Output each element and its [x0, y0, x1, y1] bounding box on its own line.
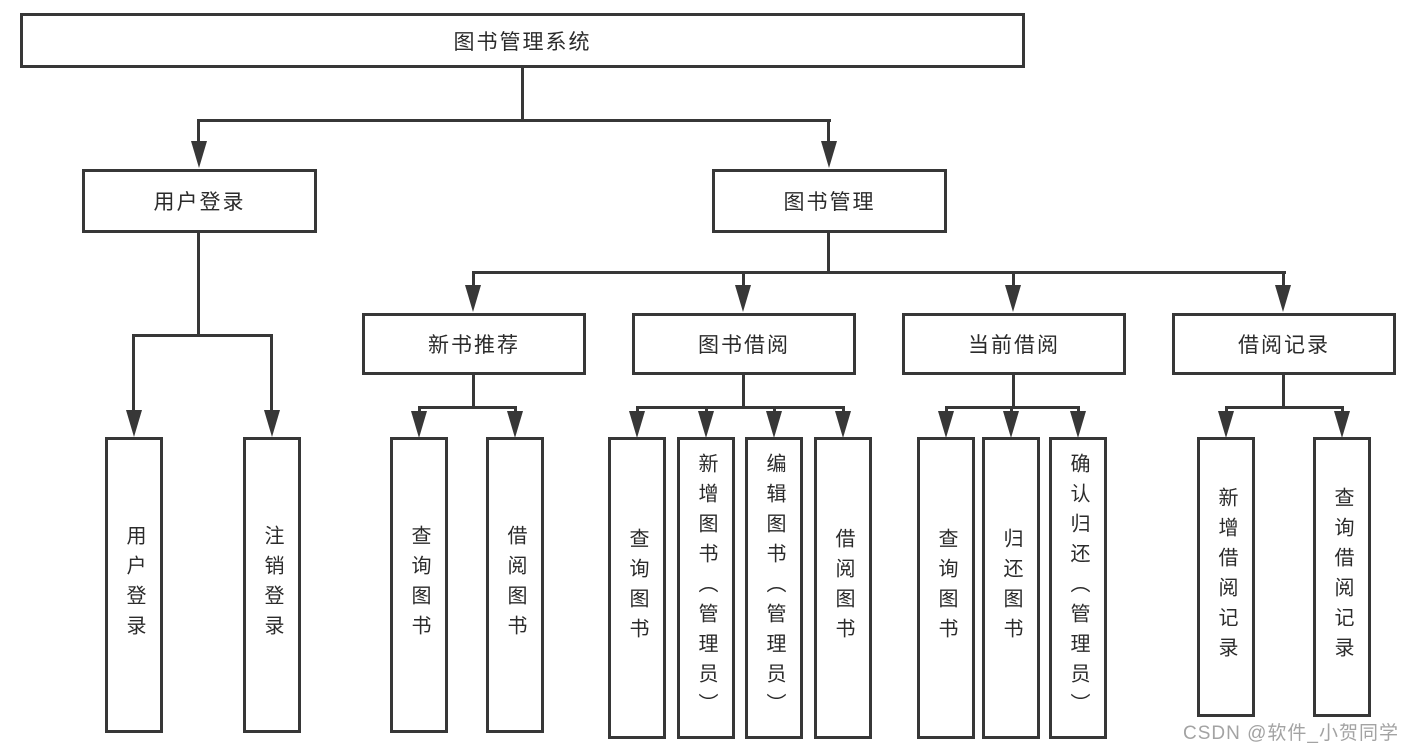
leaf-add-borrow-record: 新增借阅记录 — [1197, 437, 1255, 717]
leaf-logout: 注销登录 — [243, 437, 301, 733]
connector-line — [1282, 273, 1285, 287]
connector-line — [827, 121, 830, 143]
connector-line — [742, 375, 745, 408]
connector-line — [197, 233, 200, 336]
node-book-management-label: 图书管理 — [783, 191, 876, 214]
node-root: 图书管理系统 — [20, 13, 1025, 68]
connector-line — [132, 336, 135, 412]
leaf-borrow-book-2-label: 借阅图书 — [832, 528, 854, 648]
node-root-label: 图书管理系统 — [453, 30, 592, 54]
connector-line — [636, 406, 845, 409]
connector-line — [521, 68, 524, 120]
connector-line — [197, 121, 200, 143]
node-current-borrow-label: 当前借阅 — [968, 334, 1060, 357]
arrow-down-icon — [411, 411, 427, 438]
leaf-query-book-2-label: 查询图书 — [626, 528, 648, 648]
connector-line — [1012, 375, 1015, 408]
leaf-return-book-label: 归还图书 — [1000, 528, 1022, 648]
connector-line — [132, 334, 273, 337]
connector-line — [1225, 406, 1344, 409]
leaf-query-borrow-record: 查询借阅记录 — [1313, 437, 1371, 717]
leaf-user-login: 用户登录 — [105, 437, 163, 733]
connector-line — [197, 119, 831, 122]
arrow-down-icon — [938, 411, 954, 438]
node-book-borrow: 图书借阅 — [632, 313, 856, 375]
arrow-down-icon — [1005, 285, 1021, 312]
leaf-edit-book-admin-label: 编辑图书（管理员） — [763, 453, 785, 723]
node-borrow-record-label: 借阅记录 — [1238, 334, 1330, 357]
arrow-down-icon — [126, 410, 142, 437]
leaf-edit-book-admin: 编辑图书（管理员） — [745, 437, 803, 739]
arrow-down-icon — [1334, 411, 1350, 438]
leaf-logout-label: 注销登录 — [261, 525, 283, 645]
leaf-add-book-admin-label: 新增图书（管理员） — [695, 453, 717, 723]
node-user-login-label: 用户登录 — [153, 191, 246, 214]
connector-line — [827, 233, 830, 273]
leaf-user-login-label: 用户登录 — [123, 525, 145, 645]
node-book-management: 图书管理 — [712, 169, 947, 233]
leaf-query-book-3-label: 查询图书 — [935, 528, 957, 648]
arrow-down-icon — [1070, 411, 1086, 438]
leaf-query-book-1-label: 查询图书 — [408, 525, 430, 645]
arrow-down-icon — [1218, 411, 1234, 438]
leaf-borrow-book-1: 借阅图书 — [486, 437, 544, 733]
connector-line — [1282, 375, 1285, 408]
node-current-borrow: 当前借阅 — [902, 313, 1126, 375]
leaf-borrow-book-2: 借阅图书 — [814, 437, 872, 739]
arrow-down-icon — [507, 411, 523, 438]
leaf-return-book: 归还图书 — [982, 437, 1040, 739]
connector-line — [270, 336, 273, 412]
node-user-login: 用户登录 — [82, 169, 317, 233]
connector-line — [945, 406, 1080, 409]
node-new-book-recommend: 新书推荐 — [362, 313, 586, 375]
connector-line — [742, 273, 745, 287]
arrow-down-icon — [264, 410, 280, 437]
leaf-query-book-1: 查询图书 — [390, 437, 448, 733]
connector-line — [472, 375, 475, 408]
node-borrow-record: 借阅记录 — [1172, 313, 1396, 375]
connector-line — [472, 271, 1286, 274]
leaf-confirm-return-admin: 确认归还（管理员） — [1049, 437, 1107, 739]
arrow-down-icon — [821, 141, 837, 168]
node-new-book-recommend-label: 新书推荐 — [428, 334, 520, 357]
arrow-down-icon — [835, 411, 851, 438]
arrow-down-icon — [465, 285, 481, 312]
leaf-borrow-book-1-label: 借阅图书 — [504, 525, 526, 645]
leaf-add-borrow-record-label: 新增借阅记录 — [1215, 487, 1237, 667]
leaf-add-book-admin: 新增图书（管理员） — [677, 437, 735, 739]
arrow-down-icon — [1003, 411, 1019, 438]
csdn-watermark: CSDN @软件_小贺同学 — [1183, 723, 1399, 744]
arrow-down-icon — [735, 285, 751, 312]
arrow-down-icon — [629, 411, 645, 438]
leaf-query-book-3: 查询图书 — [917, 437, 975, 739]
arrow-down-icon — [1275, 285, 1291, 312]
node-book-borrow-label: 图书借阅 — [698, 334, 790, 357]
leaf-query-borrow-record-label: 查询借阅记录 — [1331, 487, 1353, 667]
leaf-query-book-2: 查询图书 — [608, 437, 666, 739]
connector-line — [1012, 273, 1015, 287]
connector-line — [418, 406, 517, 409]
arrow-down-icon — [698, 411, 714, 438]
leaf-confirm-return-admin-label: 确认归还（管理员） — [1067, 453, 1089, 723]
connector-line — [472, 273, 475, 287]
arrow-down-icon — [766, 411, 782, 438]
arrow-down-icon — [191, 141, 207, 168]
